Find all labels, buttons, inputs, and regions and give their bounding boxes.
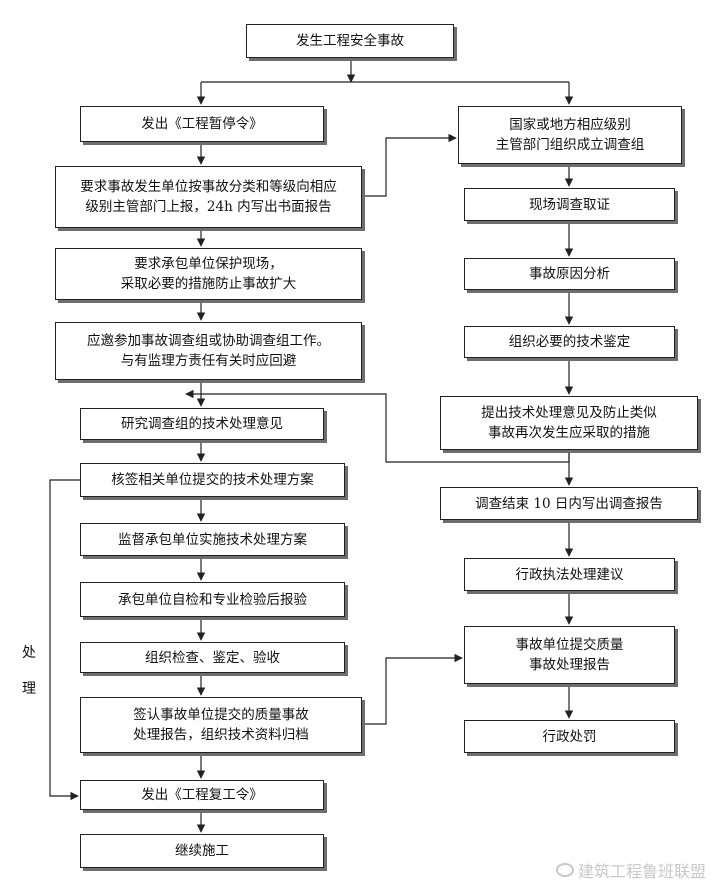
sign-report-line-1: 签认事故单位提交的质量事故 — [133, 707, 309, 723]
evidence-label: 现场调查取证 — [529, 196, 610, 213]
side-label-li: 理 — [22, 681, 36, 697]
self-check-box: 承包单位自检和专业检验后报验 — [80, 582, 345, 617]
investigation-report-label: 调查结束 10 日内写出调查报告 — [475, 495, 663, 512]
report-line-2: 级别主管部门上报，24h 内写出书面报告 — [85, 199, 332, 215]
self-check-label: 承包单位自检和专业检验后报验 — [118, 591, 307, 608]
watermark: 建筑工程鲁班联盟 — [555, 858, 706, 882]
penalty-label: 行政处罚 — [542, 728, 597, 745]
countersign-box: 核签相关单位提交的技术处理方案 — [80, 463, 345, 497]
report-line-1: 要求事故发生单位按事故分类和等级向相应 — [80, 179, 337, 195]
evidence-box: 现场调查取证 — [464, 188, 675, 221]
supervise-label: 监督承包单位实施技术处理方案 — [118, 531, 307, 548]
protect-line-1: 要求承包单位保护现场， — [134, 256, 283, 272]
admin-advice-label: 行政执法处理建议 — [515, 566, 624, 583]
resume-order-label: 发出《工程复工令》 — [141, 787, 263, 803]
admin-advice-box: 行政执法处理建议 — [464, 558, 675, 591]
participate-line-2: 与有监理方责任有关时应回避 — [120, 353, 297, 369]
measures-box: 提出技术处理意见及防止类似 事故再次发生应采取的措施 — [440, 396, 698, 450]
cause-analysis-box: 事故原因分析 — [464, 258, 675, 290]
study-label: 研究调查组的技术处理意见 — [121, 416, 283, 432]
sign-report-line-2: 处理报告，组织技术资料归档 — [133, 727, 309, 743]
wechat-icon — [555, 863, 574, 877]
team-line-2: 主管部门组织成立调查组 — [495, 137, 645, 153]
countersign-label: 核签相关单位提交的技术处理方案 — [111, 472, 314, 488]
quality-report-line-2: 事故处理报告 — [529, 657, 610, 673]
continue-label: 继续施工 — [175, 843, 229, 859]
continue-box: 继续施工 — [80, 834, 324, 868]
start-box: 发生工程安全事故 — [246, 24, 454, 58]
protect-site-box: 要求承包单位保护现场， 采取必要的措施防止事故扩大 — [55, 248, 362, 300]
measures-line-1: 提出技术处理意见及防止类似 — [481, 405, 657, 421]
participate-line-1: 应邀参加事故调查组或协助调查组工作。 — [87, 333, 330, 349]
study-opinion-box: 研究调查组的技术处理意见 — [80, 408, 324, 440]
appraisal-box: 组织必要的技术鉴定 — [464, 326, 675, 358]
quality-report-box: 事故单位提交质量 事故处理报告 — [464, 626, 675, 684]
stop-order-box: 发出《工程暂停令》 — [80, 106, 324, 142]
penalty-box: 行政处罚 — [464, 720, 675, 753]
sign-report-box: 签认事故单位提交的质量事故 处理报告，组织技术资料归档 — [80, 697, 362, 753]
quality-report-line-1: 事故单位提交质量 — [515, 637, 624, 653]
appraisal-label: 组织必要的技术鉴定 — [508, 334, 631, 350]
team-line-1: 国家或地方相应级别 — [509, 117, 631, 133]
side-label-chu: 处 — [22, 645, 36, 661]
participate-box: 应邀参加事故调查组或协助调查组工作。 与有监理方责任有关时应回避 — [55, 322, 362, 380]
investigation-report-box: 调查结束 10 日内写出调查报告 — [440, 487, 698, 520]
report-box: 要求事故发生单位按事故分类和等级向相应 级别主管部门上报，24h 内写出书面报告 — [55, 166, 362, 228]
supervise-box: 监督承包单位实施技术处理方案 — [80, 523, 345, 556]
stop-order-label: 发出《工程暂停令》 — [141, 116, 263, 132]
measures-line-2: 事故再次发生应采取的措施 — [488, 425, 650, 441]
inspect-label: 组织检查、鉴定、验收 — [145, 649, 280, 666]
protect-line-2: 采取必要的措施防止事故扩大 — [120, 276, 297, 292]
start-label: 发生工程安全事故 — [296, 33, 404, 49]
cause-label: 事故原因分析 — [529, 266, 610, 282]
inspect-box: 组织检查、鉴定、验收 — [80, 642, 345, 673]
resume-order-box: 发出《工程复工令》 — [80, 780, 324, 810]
watermark-text: 建筑工程鲁班联盟 — [577, 862, 706, 881]
investigation-team-box: 国家或地方相应级别 主管部门组织成立调查组 — [458, 106, 682, 164]
